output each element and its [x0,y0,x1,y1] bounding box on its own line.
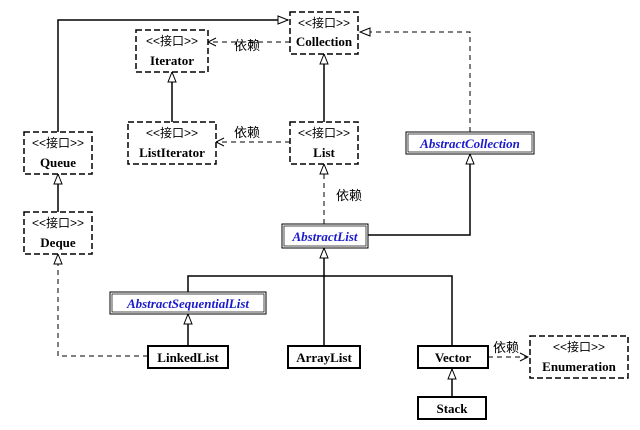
interface-collection: <<接口>> Collection [289,11,359,55]
stereotype-label: <<接口>> [298,125,350,140]
abstract-class-name: AbstractList [291,229,357,244]
dependency-label: 依赖 [234,125,260,140]
class-name: Vector [435,350,472,365]
dependency-label: 依赖 [336,188,362,203]
class-stack: Stack [417,396,487,420]
abstract-class-abstract-collection: AbstractCollection [405,131,535,155]
class-vector: Vector [417,345,489,369]
dependency-label: 依赖 [234,38,260,53]
interface-name: Deque [40,235,76,250]
interface-name: Collection [296,34,353,49]
interface-name: ListIterator [139,145,205,160]
stereotype-label: <<接口>> [298,15,350,30]
interface-queue: <<接口>> Queue [23,131,93,175]
interface-name: Enumeration [542,359,616,374]
edge-queue-collection [57,20,288,132]
abstract-class-name: AbstractSequentialList [126,296,249,311]
stereotype-label: <<接口>> [32,135,84,150]
class-name: LinkedList [157,350,219,365]
class-name: Stack [436,401,468,416]
stereotype-label: <<接口>> [146,33,198,48]
interface-enumeration: <<接口>> Enumeration [529,335,629,379]
edge-abstractcollection-collection [360,32,471,132]
interface-name: Queue [40,155,76,170]
stereotype-label: <<接口>> [553,339,605,354]
stereotype-label: <<接口>> [32,215,84,230]
class-array-list: ArrayList [287,345,361,369]
interface-deque: <<接口>> Deque [23,211,93,255]
edge-linkedlist-deque [58,254,148,357]
abstract-class-abstract-sequential-list: AbstractSequentialList [109,291,267,315]
dependency-label: 依赖 [493,340,519,355]
interface-list-iterator: <<接口>> ListIterator [127,121,217,165]
stereotype-label: <<接口>> [146,125,198,140]
abstract-class-name: AbstractCollection [419,136,520,151]
edge-vector-abstractlist [324,275,453,346]
class-linked-list: LinkedList [147,345,229,369]
class-name: ArrayList [296,350,352,365]
interface-name: List [313,145,335,160]
edge-abstractsequentiallist-abstractlist [187,248,324,292]
edge-abstractlist-abstractcollection [368,154,470,236]
interface-name: Iterator [150,53,194,68]
interface-iterator: <<接口>> Iterator [135,29,209,73]
abstract-class-abstract-list: AbstractList [281,223,369,249]
interface-list: <<接口>> List [289,121,359,165]
